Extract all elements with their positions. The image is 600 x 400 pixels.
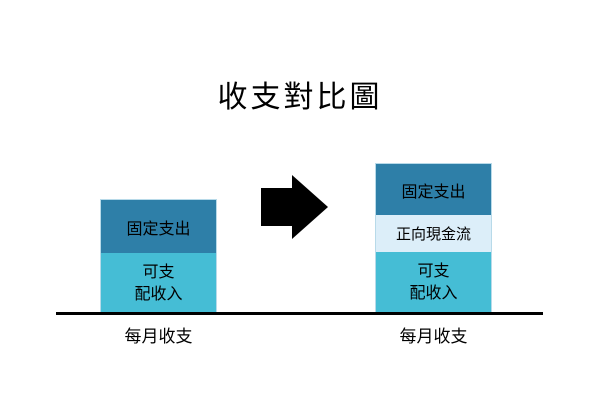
segment-positive-cashflow-label: 正向現金流 xyxy=(395,225,471,244)
after-bar-label: 每月收支 xyxy=(399,327,468,347)
before-bar-label: 每月收支 xyxy=(124,327,193,347)
segment-disposable-income-label-line2: 配收入 xyxy=(409,282,458,302)
segment-disposable-income-label-line2: 配收入 xyxy=(134,283,183,303)
segment-fixed-expense-label: 固定支出 xyxy=(126,218,191,238)
right-arrow-shape xyxy=(261,175,328,239)
segment-disposable-income-label-line1: 可支 xyxy=(417,260,450,280)
diagram-title: 收支對比圖 xyxy=(217,80,383,115)
right-arrow-icon xyxy=(261,175,328,239)
segment-fixed-expense-label: 固定支出 xyxy=(401,181,466,201)
after-bar: 固定支出 正向現金流 可支 配收入 xyxy=(375,163,492,313)
segment-fixed-expense: 固定支出 xyxy=(376,164,491,216)
segment-disposable-income: 可支 配收入 xyxy=(101,253,216,312)
baseline-axis xyxy=(56,312,543,315)
before-bar: 固定支出 可支 配收入 xyxy=(100,199,217,313)
segment-fixed-expense: 固定支出 xyxy=(101,200,216,254)
segment-disposable-income: 可支 配收入 xyxy=(376,251,491,312)
segment-disposable-income-label-line1: 可支 xyxy=(142,261,175,281)
segment-positive-cashflow: 正向現金流 xyxy=(376,215,491,252)
